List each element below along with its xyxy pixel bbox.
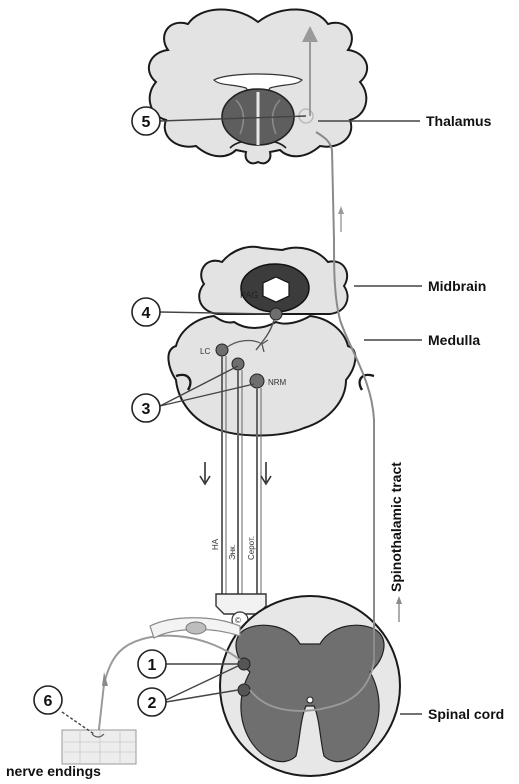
serot-label: Серот. <box>247 536 256 560</box>
skin-patch <box>62 730 136 764</box>
marker-6-text: 6 <box>44 693 53 710</box>
marker-1-text: 1 <box>148 657 157 674</box>
lc-label: LC <box>200 347 210 356</box>
aqueduct <box>263 277 289 302</box>
enk-label: Энк. <box>228 544 237 560</box>
pag-label: PAG <box>240 290 258 300</box>
marker-2-text: 2 <box>148 695 157 712</box>
marker-4-text: 4 <box>142 305 151 322</box>
thalamus-label: Thalamus <box>426 113 492 129</box>
synapse-symbol: © <box>235 616 241 625</box>
marker-3-text: 3 <box>142 401 151 418</box>
spinal-cord-label: Spinal cord <box>428 706 504 722</box>
brainstem: PAG LC NRM <box>168 247 374 436</box>
medulla-label: Medulla <box>428 332 480 348</box>
marker-5-text: 5 <box>142 114 151 131</box>
na-label: НА <box>211 538 220 550</box>
nerve-endings-label: nerve endings <box>6 763 101 779</box>
brain <box>149 9 367 163</box>
midbrain-label: Midbrain <box>428 278 486 294</box>
spinothalamic-tract-label: Spinothalamic tract <box>388 462 404 592</box>
nrm-label: NRM <box>268 378 287 387</box>
